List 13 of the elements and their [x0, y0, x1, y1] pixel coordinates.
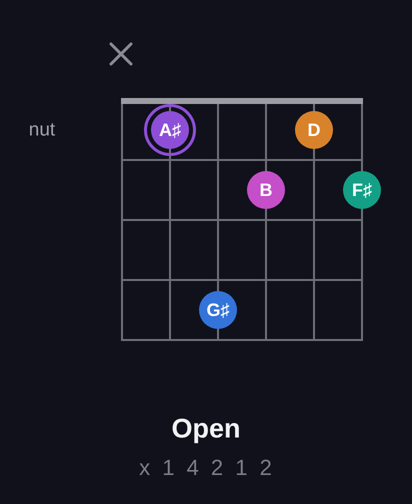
note-name: D: [308, 121, 320, 139]
note-dot: [247, 171, 285, 209]
note-name: B: [260, 181, 272, 199]
note-dot: [343, 171, 381, 209]
note-dot: [295, 111, 333, 149]
note-dot: [199, 291, 237, 329]
fingering-label: x 1 4 2 1 2: [139, 457, 275, 479]
chord-name: Open: [172, 416, 240, 442]
note-name: G♯: [206, 301, 230, 319]
note-name: A♯: [159, 121, 181, 139]
note-name: F♯: [352, 181, 372, 199]
row-label: nut: [28, 120, 56, 140]
root-note-dot: [144, 104, 196, 156]
